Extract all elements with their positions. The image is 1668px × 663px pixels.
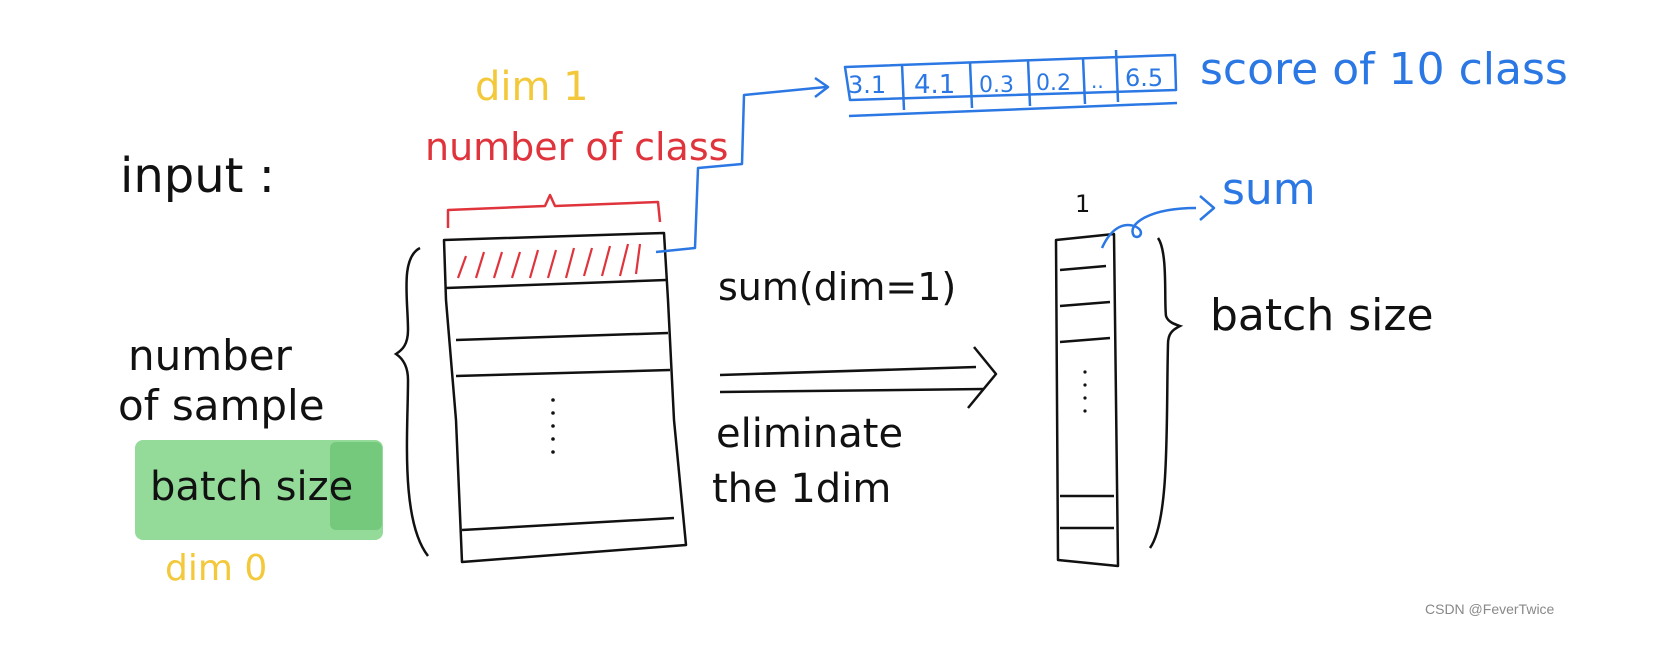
score-cell: 0.2 [1036, 71, 1071, 96]
watermark: CSDN @FeverTwice [1425, 601, 1555, 617]
matrix-row-lines [445, 278, 675, 532]
input-label: input : [120, 148, 275, 204]
sum-dim-label: sum(dim=1) [718, 265, 956, 309]
width-one-label: 1 [1075, 190, 1090, 218]
the-1dim-label: the 1dim [712, 466, 891, 512]
score-row: 3.1 4.1 0.3 0.2 .. 6.5 [843, 49, 1178, 118]
batch-brace-icon [1148, 237, 1184, 549]
sum-arrowhead-icon [1199, 195, 1216, 221]
class-brace-icon [446, 193, 662, 228]
score-cell: 3.1 [848, 71, 886, 99]
output-vector [1054, 232, 1120, 568]
sum-arrow-icon [1100, 206, 1197, 249]
score-cell: .. [1091, 69, 1104, 93]
eliminate-label: eliminate [716, 411, 903, 457]
score-cell: 6.5 [1125, 64, 1163, 92]
transform-arrow-icon [719, 346, 998, 409]
number-of-class-label: number of class [425, 125, 728, 169]
batch-size-highlight-edge [330, 442, 382, 530]
batch-size-right-label: batch size [1210, 290, 1434, 341]
first-row-hatch [456, 243, 642, 279]
output-ellipsis [1083, 370, 1087, 413]
input-matrix [442, 231, 688, 564]
score-cell: 0.3 [979, 73, 1014, 98]
dim1-label: dim 1 [475, 64, 589, 110]
row-to-score-arrow-icon [655, 85, 827, 254]
score-cell: 4.1 [914, 70, 955, 100]
sum-label: sum [1222, 164, 1316, 215]
batch-size-highlight [135, 440, 383, 540]
batch-size-left-label: batch size [150, 464, 353, 510]
sample-brace-icon [393, 246, 429, 557]
number-label: number [128, 331, 293, 380]
dim0-label: dim 0 [165, 548, 267, 589]
output-vector-lines [1059, 264, 1114, 530]
score-label: score of 10 class [1200, 44, 1568, 95]
matrix-ellipsis [551, 398, 555, 454]
of-sample-label: of sample [118, 381, 325, 430]
row-to-score-arrowhead-icon [814, 76, 830, 98]
